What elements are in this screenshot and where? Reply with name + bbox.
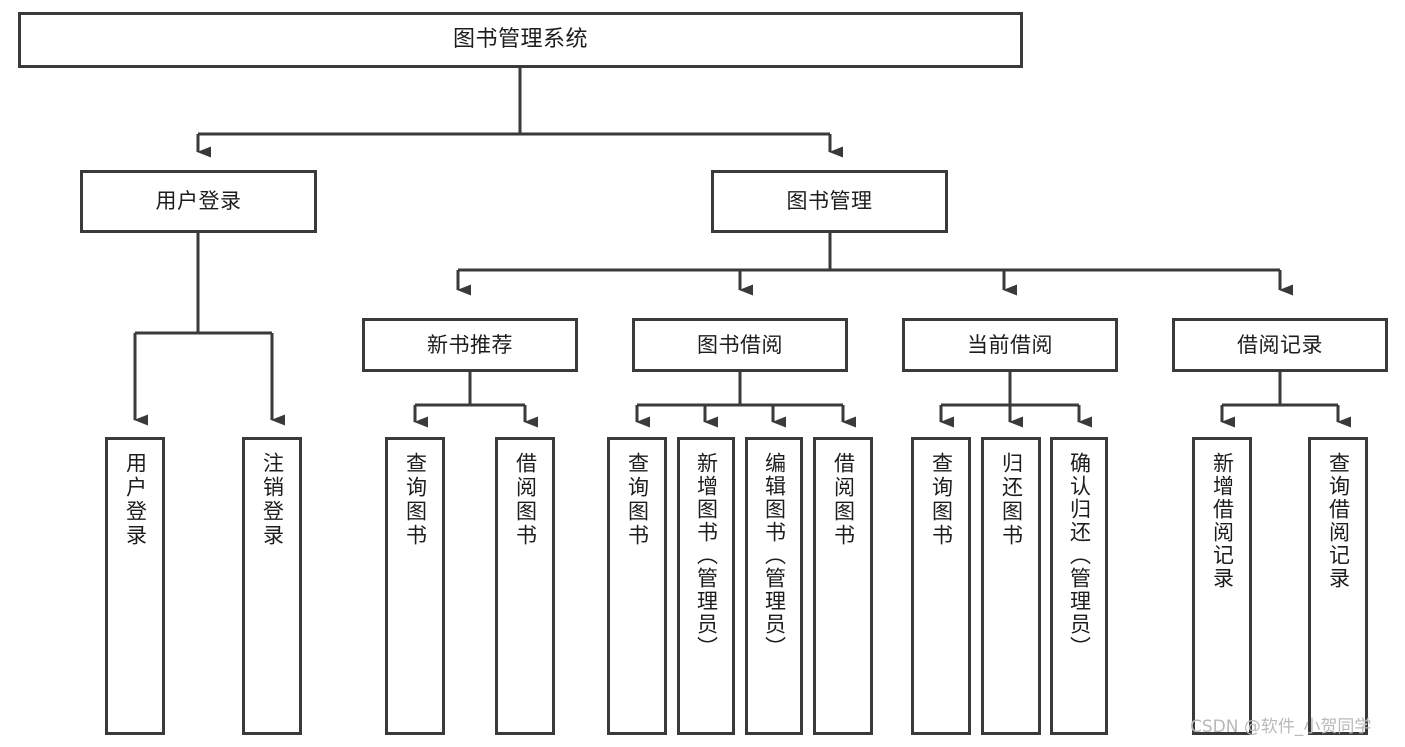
- node-new-book-recommend[interactable]: 新书推荐: [362, 318, 578, 372]
- leaf-user-logout-label: 注销登录: [260, 452, 285, 548]
- leaf-add-book-label: 新增图书（管理员）: [694, 452, 719, 659]
- leaf-query-book-current-label: 查询图书: [929, 452, 954, 548]
- leaf-confirm-return-label: 确认归还（管理员）: [1067, 452, 1092, 659]
- node-book-borrow[interactable]: 图书借阅: [632, 318, 848, 372]
- node-user-login-label: 用户登录: [155, 189, 242, 214]
- leaf-user-login[interactable]: 用户登录: [105, 437, 165, 735]
- node-current-borrow-label: 当前借阅: [967, 332, 1053, 357]
- leaf-add-borrow-record-label: 新增借阅记录: [1210, 452, 1235, 590]
- node-current-borrow[interactable]: 当前借阅: [902, 318, 1118, 372]
- leaf-user-login-label: 用户登录: [123, 452, 148, 548]
- node-new-book-recommend-label: 新书推荐: [427, 332, 513, 357]
- node-root-system[interactable]: 图书管理系统: [18, 12, 1023, 68]
- node-borrow-record[interactable]: 借阅记录: [1172, 318, 1388, 372]
- leaf-return-book-label: 归还图书: [999, 452, 1024, 548]
- leaf-borrow-book[interactable]: 借阅图书: [813, 437, 873, 735]
- node-book-borrow-label: 图书借阅: [697, 332, 783, 357]
- leaf-query-book-borrow-label: 查询图书: [625, 452, 650, 548]
- leaf-query-book-recommend-label: 查询图书: [403, 452, 428, 548]
- leaf-edit-book[interactable]: 编辑图书（管理员）: [745, 437, 803, 735]
- leaf-borrow-book-label: 借阅图书: [831, 452, 856, 548]
- leaf-borrow-book-recommend[interactable]: 借阅图书: [495, 437, 555, 735]
- leaf-add-book[interactable]: 新增图书（管理员）: [677, 437, 735, 735]
- node-user-login[interactable]: 用户登录: [80, 170, 317, 233]
- node-book-manage-label: 图书管理: [786, 189, 873, 214]
- leaf-return-book[interactable]: 归还图书: [981, 437, 1041, 735]
- leaf-add-borrow-record[interactable]: 新增借阅记录: [1192, 437, 1252, 735]
- node-borrow-record-label: 借阅记录: [1237, 332, 1323, 357]
- leaf-confirm-return[interactable]: 确认归还（管理员）: [1050, 437, 1108, 735]
- leaf-borrow-book-recommend-label: 借阅图书: [513, 452, 538, 548]
- node-root-system-label: 图书管理系统: [452, 27, 588, 53]
- leaf-query-borrow-record[interactable]: 查询借阅记录: [1308, 437, 1368, 735]
- leaf-edit-book-label: 编辑图书（管理员）: [762, 452, 787, 659]
- leaf-query-book-borrow[interactable]: 查询图书: [607, 437, 667, 735]
- leaf-user-logout[interactable]: 注销登录: [242, 437, 302, 735]
- csdn-watermark: CSDN @软件_小贺同学: [1190, 717, 1372, 737]
- leaf-query-book-current[interactable]: 查询图书: [911, 437, 971, 735]
- leaf-query-book-recommend[interactable]: 查询图书: [385, 437, 445, 735]
- leaf-query-borrow-record-label: 查询借阅记录: [1326, 452, 1351, 590]
- node-book-manage[interactable]: 图书管理: [711, 170, 948, 233]
